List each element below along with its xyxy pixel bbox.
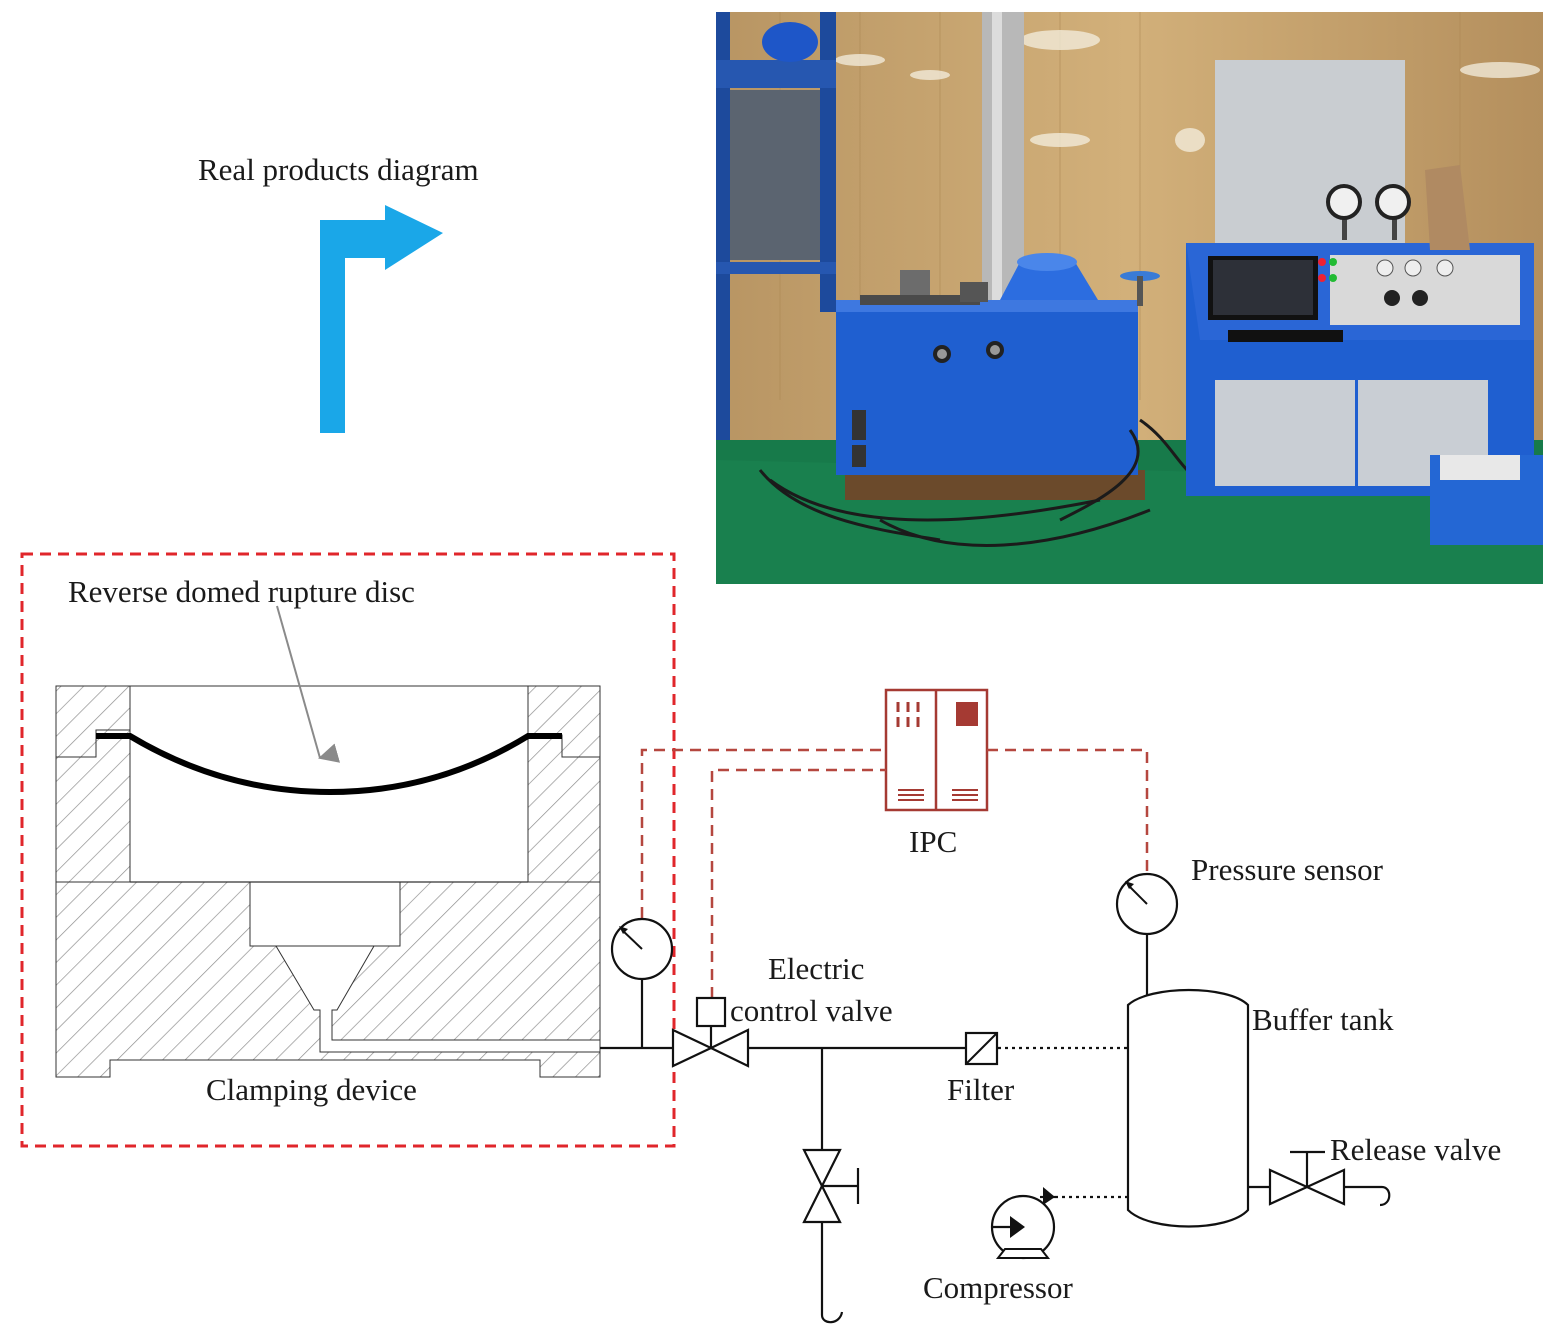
real-products-arrow-icon xyxy=(320,205,443,433)
buffer-tank-label: Buffer tank xyxy=(1252,1002,1394,1037)
pipes xyxy=(600,934,1391,1324)
ipc-icon xyxy=(884,688,989,812)
release-valve-label: Release valve xyxy=(1330,1132,1501,1167)
electric-label-line2: control valve xyxy=(730,993,893,1028)
rupture-disc-label: Reverse domed rupture disc xyxy=(68,574,415,609)
manual-valve-icon xyxy=(802,1148,860,1224)
clamping-test-boundary xyxy=(20,552,676,1148)
signal-lines xyxy=(640,748,1149,998)
real-products-photo xyxy=(716,12,1543,584)
clamping-device xyxy=(55,605,601,1078)
electric-control-valve-icon xyxy=(671,996,750,1068)
filter-icon xyxy=(964,1031,999,1066)
pressure-gauge-icon xyxy=(610,917,674,981)
electric-label-line1: Electric xyxy=(768,951,864,986)
real-products-title: Real products diagram xyxy=(198,152,479,187)
release-valve-icon xyxy=(1268,1150,1346,1206)
dotted-lines xyxy=(998,1046,1127,1199)
compressor-icon xyxy=(990,1187,1056,1260)
clamping-device-label: Clamping device xyxy=(206,1072,417,1107)
ipc-label: IPC xyxy=(909,824,957,859)
filter-label: Filter xyxy=(947,1072,1015,1107)
pressure-sensor-icon xyxy=(1115,872,1179,936)
buffer-tank-icon xyxy=(1126,988,1250,1228)
compressor-label: Compressor xyxy=(923,1270,1074,1305)
pressure-sensor-label: Pressure sensor xyxy=(1191,852,1384,887)
